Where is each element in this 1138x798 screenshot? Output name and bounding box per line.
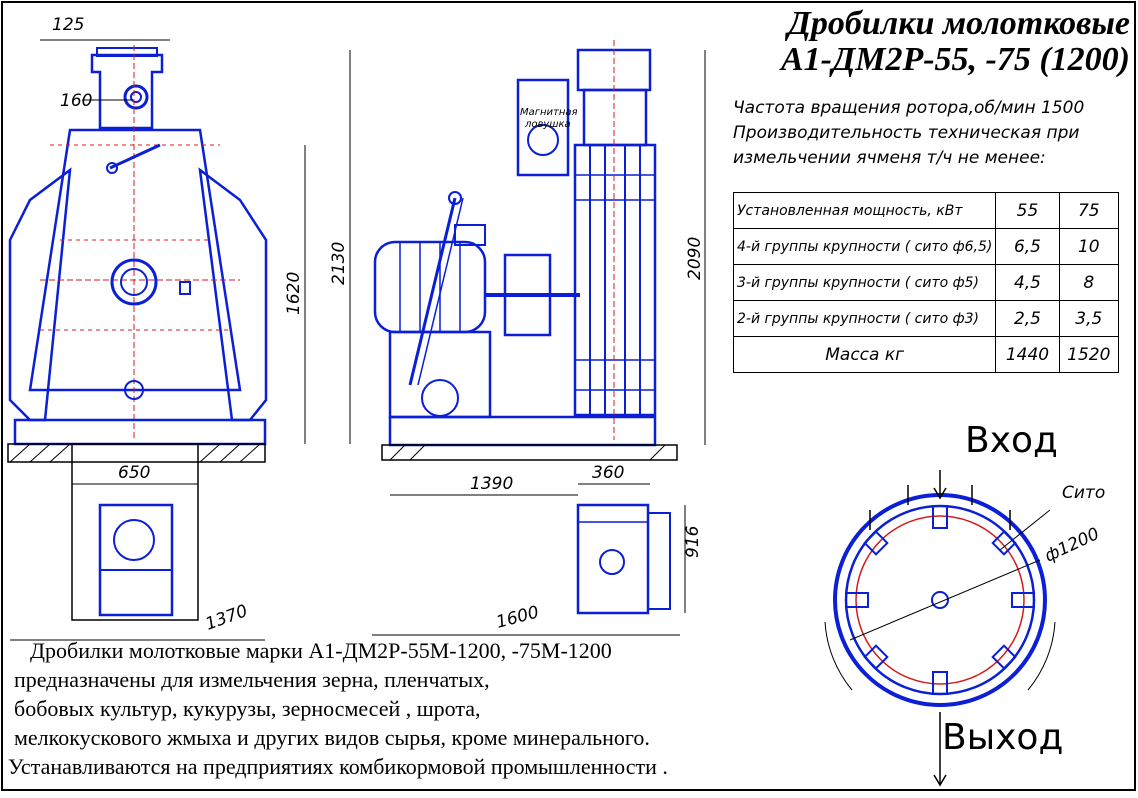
magnet-label: Магнитная [520, 107, 578, 118]
dim-125: 125 [52, 15, 84, 35]
row-label: 4-й группы крупности ( сито ф6,5) [732, 228, 997, 265]
row-label: 3-й группы крупности ( сито ф5) [732, 264, 997, 301]
description-line-2: предназначены для измельчения зерна, пле… [14, 667, 490, 692]
dim-2130: 2130 [329, 242, 349, 285]
description: Дробилки молотковые марки А1-ДМ2Р-55М-12… [8, 636, 908, 781]
dim-360: 360 [592, 463, 624, 483]
dim-1600: 1600 [494, 602, 541, 633]
table-row-mass: Масса кг 1440 1520 [732, 336, 1120, 373]
dimension-lines [10, 39, 706, 641]
title-line-1: Дробилки молотковые [787, 5, 1130, 42]
row-value-75: 10 [1058, 228, 1120, 265]
row-value-75: 8 [1058, 264, 1120, 301]
description-line-4: мелкокускового жмыха и других видов сырь… [14, 725, 650, 750]
diameter-label: ф1200 [1042, 524, 1103, 567]
sieve-label: Сито [1062, 483, 1105, 503]
dim-1370: 1370 [203, 601, 250, 635]
row-value-75: 75 [1058, 192, 1120, 229]
drawing-title: Дробилки молотковые А1-ДМ2Р-55, -75 (120… [700, 6, 1130, 78]
outlet-label: Выход [942, 717, 1064, 758]
spec-line-3: измельчении ячменя т/ч не менее: [733, 148, 1046, 168]
row-label: 2-й группы крупности ( сито ф3) [732, 300, 997, 337]
spec-line-1: Частота вращения ротора,об/мин 1500 [733, 98, 1085, 118]
row-value-55: 4,5 [995, 264, 1060, 301]
inlet-label: Вход [965, 420, 1058, 461]
magnet-label-2: ловушка [524, 119, 571, 130]
description-line-3: бобовых культур, кукурузы, зерносмесей ,… [14, 696, 481, 721]
mass-label: Масса кг [732, 336, 997, 373]
title-line-2: А1-ДМ2Р-55, -75 (1200) [780, 41, 1130, 78]
table-row: 4-й группы крупности ( сито ф6,5) 6,5 10 [732, 228, 1120, 265]
table-row: 2-й группы крупности ( сито ф3) 2,5 3,5 [732, 300, 1120, 337]
dim-1390: 1390 [470, 474, 513, 494]
row-value-55: 2,5 [995, 300, 1060, 337]
spec-text: Частота вращения ротора,об/мин 1500 Прои… [733, 96, 1133, 171]
dim-2090: 2090 [685, 237, 705, 280]
front-view [7, 45, 268, 621]
row-value-55: 55 [995, 192, 1060, 229]
table-row: 3-й группы крупности ( сито ф5) 4,5 8 [732, 264, 1120, 301]
side-view [373, 40, 678, 615]
dim-650: 650 [118, 463, 150, 483]
dim-916: 916 [683, 525, 703, 558]
description-line-5: Устанавливаются на предприятиях комбикор… [8, 754, 668, 779]
row-value-75: 3,5 [1058, 300, 1120, 337]
spec-line-2: Производительность техническая при [733, 123, 1080, 143]
spec-table: Установленная мощность, кВт 55 75 4-й гр… [732, 192, 1120, 373]
dim-1620: 1620 [284, 272, 304, 315]
row-value-55: 6,5 [995, 228, 1060, 265]
mass-value-55: 1440 [995, 336, 1060, 373]
mass-value-75: 1520 [1058, 336, 1120, 373]
description-line-1: Дробилки молотковые марки А1-ДМ2Р-55М-12… [30, 638, 612, 663]
dim-160: 160 [60, 91, 92, 111]
rotor-section [824, 470, 1056, 787]
row-label: Установленная мощность, кВт [732, 192, 997, 229]
table-row: Установленная мощность, кВт 55 75 [732, 192, 1120, 229]
